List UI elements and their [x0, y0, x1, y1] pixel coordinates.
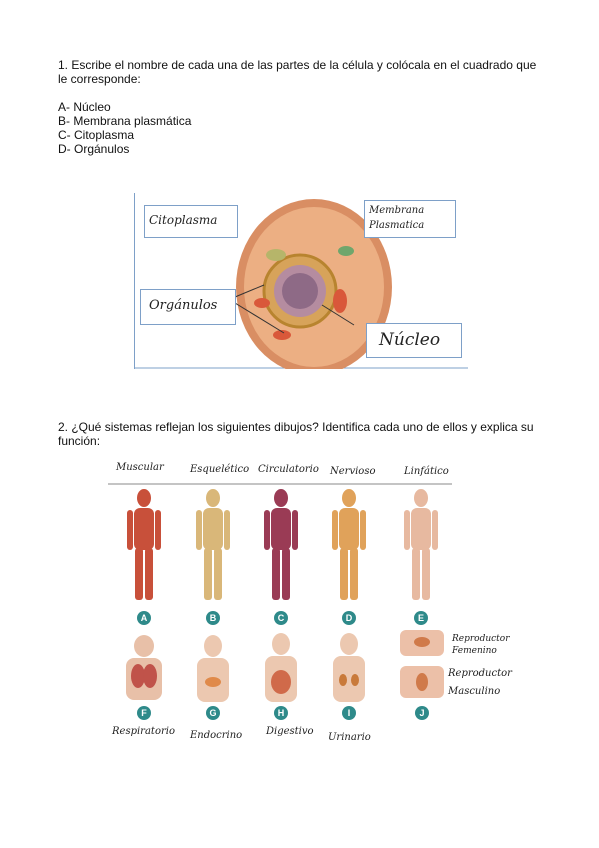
citoplasma-box: Citoplasma	[144, 205, 238, 238]
membrana-label-line2: Plasmatica	[369, 220, 425, 231]
badge-g: G	[206, 706, 220, 720]
badge-c: C	[274, 611, 288, 625]
option-d: D- Orgánulos	[58, 142, 130, 156]
organulos-box: Orgánulos	[140, 289, 236, 325]
system-label-muscular: Muscular	[116, 462, 164, 473]
membrana-box: Membrana Plasmatica	[364, 200, 456, 238]
reproductor-femenino-line2: Femenino	[452, 646, 497, 656]
figure-d	[332, 489, 366, 600]
badge-h: H	[274, 706, 288, 720]
reproductor-masculino-line2: Masculino	[448, 686, 501, 697]
cell-diagram: Citoplasma Membrana Plasmatica Orgánulos…	[133, 193, 468, 375]
system-label-linfatico: Linfático	[404, 466, 449, 477]
question-2-text: 2. ¿Qué sistemas reflejan los siguientes…	[58, 420, 534, 448]
answer-options: A- Núcleo B- Membrana plasmática C- Cito…	[58, 100, 191, 156]
figure-b	[196, 489, 230, 600]
badge-b: B	[206, 611, 220, 625]
option-a: A- Núcleo	[58, 100, 111, 114]
figure-c	[264, 489, 298, 600]
option-b: B- Membrana plasmática	[58, 114, 192, 128]
system-label-nervioso: Nervioso	[330, 466, 376, 477]
reproductor-femenino-line1: Reproductor	[452, 634, 510, 644]
body-systems-figure: Muscular Esquelético Circulatorio Nervio…	[108, 456, 528, 756]
reproductor-masculino-line1: Reproductor	[448, 668, 512, 679]
membrana-label-line1: Membrana	[369, 205, 425, 216]
body-systems-illustration	[108, 483, 452, 702]
nucleo-label: Núcleo	[379, 330, 441, 350]
badge-j: J	[415, 706, 429, 720]
cell-illustration	[133, 193, 468, 375]
badge-e: E	[414, 611, 428, 625]
organulos-label: Orgánulos	[149, 298, 218, 313]
bottom-figures	[126, 630, 444, 702]
option-c: C- Citoplasma	[58, 128, 135, 142]
question-1-text: 1. Escribe el nombre de cada una de las …	[58, 58, 537, 86]
system-label-digestivo: Digestivo	[266, 726, 314, 737]
system-label-endocrino: Endocrino	[190, 730, 243, 741]
figure-a	[127, 489, 161, 600]
nucleo-box: Núcleo	[366, 323, 462, 358]
badge-i: I	[342, 706, 356, 720]
citoplasma-label: Citoplasma	[149, 213, 218, 227]
badge-a: A	[137, 611, 151, 625]
figure-e	[404, 489, 438, 600]
system-label-respiratorio: Respiratorio	[112, 726, 175, 737]
badge-d: D	[342, 611, 356, 625]
badge-f: F	[137, 706, 151, 720]
system-label-urinario: Urinario	[328, 732, 371, 743]
system-label-esqueletico: Esquelético	[190, 464, 250, 475]
system-label-circulatorio: Circulatorio	[258, 464, 319, 475]
